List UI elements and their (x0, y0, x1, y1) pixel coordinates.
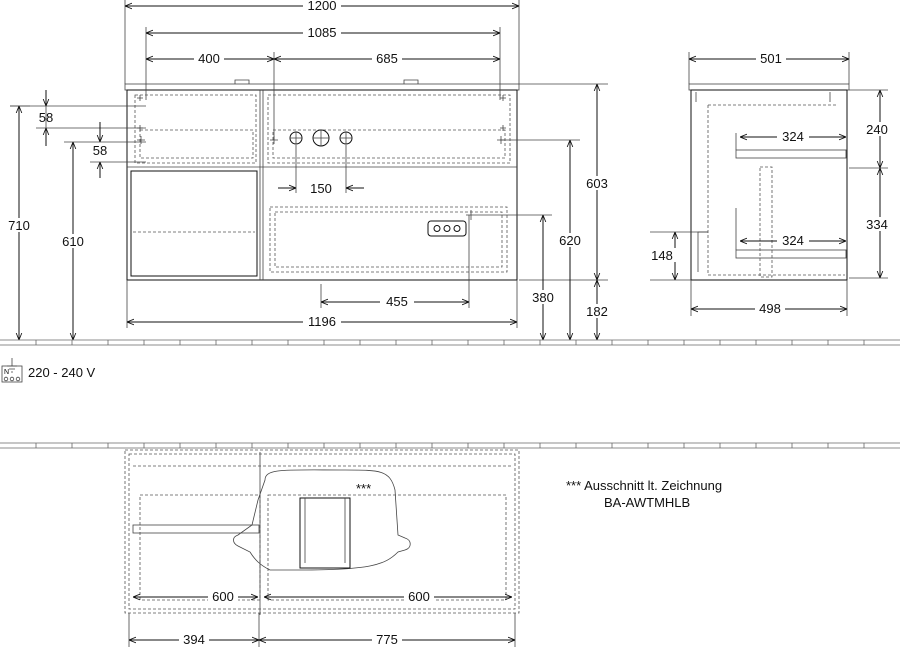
dim-height-710: 710 (8, 218, 30, 233)
cutout-marker: *** (356, 481, 371, 496)
cabinet-body (126, 89, 518, 281)
dim-width-total: 1200 (308, 0, 337, 13)
dim-depth-top: 501 (760, 51, 782, 66)
power-socket-icon (427, 220, 467, 237)
dim-shelf-lower: 324 (782, 233, 804, 248)
dim-depth-bottom: 498 (759, 301, 781, 316)
dim-offset-top-2: 58 (93, 143, 107, 158)
siphon-box (299, 497, 351, 569)
side-dimensions: 501 324 324 240 334 148 498 (648, 51, 894, 316)
top-plate (124, 83, 520, 91)
tap-connector-right (339, 131, 353, 145)
dim-left-section: 400 (198, 51, 220, 66)
dim-height-182: 182 (586, 304, 608, 319)
side-body (690, 89, 848, 281)
front-view (124, 79, 520, 281)
dim-right-width: 775 (376, 632, 398, 647)
front-dimensions: 1200 1085 400 685 58 58 150 (4, 0, 612, 340)
cutout-note-line1: *** Ausschnitt lt. Zeichnung (566, 478, 722, 493)
side-view (688, 83, 850, 281)
floor-line-upper (0, 339, 900, 346)
dim-shelf-upper: 324 (782, 129, 804, 144)
tap-connector-left (289, 131, 303, 145)
power-supply-icon: N (1, 358, 23, 383)
left-drawer-front (130, 170, 258, 277)
dim-height-610: 610 (62, 234, 84, 249)
dim-right-section: 685 (376, 51, 398, 66)
dim-tap-spacing: 150 (310, 181, 332, 196)
dim-drawer-right: 600 (408, 589, 430, 604)
plan-view: 600 600 *** (124, 449, 520, 615)
dim-height-148: 148 (651, 248, 673, 263)
plan-outline (124, 449, 520, 614)
power-label: 220 - 240 V (28, 365, 96, 380)
dim-width-inner: 1085 (308, 25, 337, 40)
basin-cutout (233, 469, 411, 571)
floor-line-lower (0, 442, 900, 449)
dim-height-334: 334 (866, 217, 888, 232)
tap-connector-center (312, 129, 330, 147)
svg-text:N: N (4, 369, 9, 376)
dim-left-width: 394 (183, 632, 205, 647)
dim-height-240: 240 (866, 122, 888, 137)
dim-height-620: 620 (559, 233, 581, 248)
dim-height-603: 603 (586, 176, 608, 191)
dim-width-1196: 1196 (308, 314, 336, 329)
plan-dimensions: 394 775 (128, 613, 516, 647)
cutout-note-line2: BA-AWTMHLB (604, 495, 690, 510)
dim-height-380: 380 (532, 290, 554, 305)
dim-offset-top-1: 58 (39, 110, 53, 125)
dim-width-455: 455 (386, 294, 408, 309)
dim-drawer-left: 600 (212, 589, 234, 604)
